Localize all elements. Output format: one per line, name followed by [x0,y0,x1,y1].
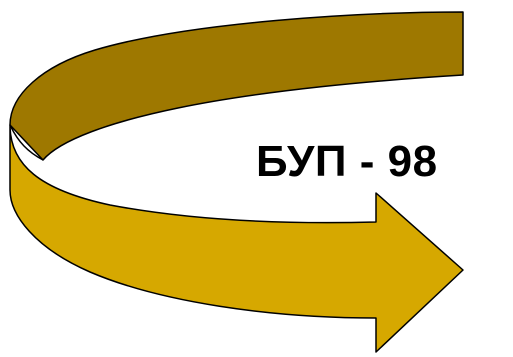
title-label: БУП - 98 [256,132,438,192]
